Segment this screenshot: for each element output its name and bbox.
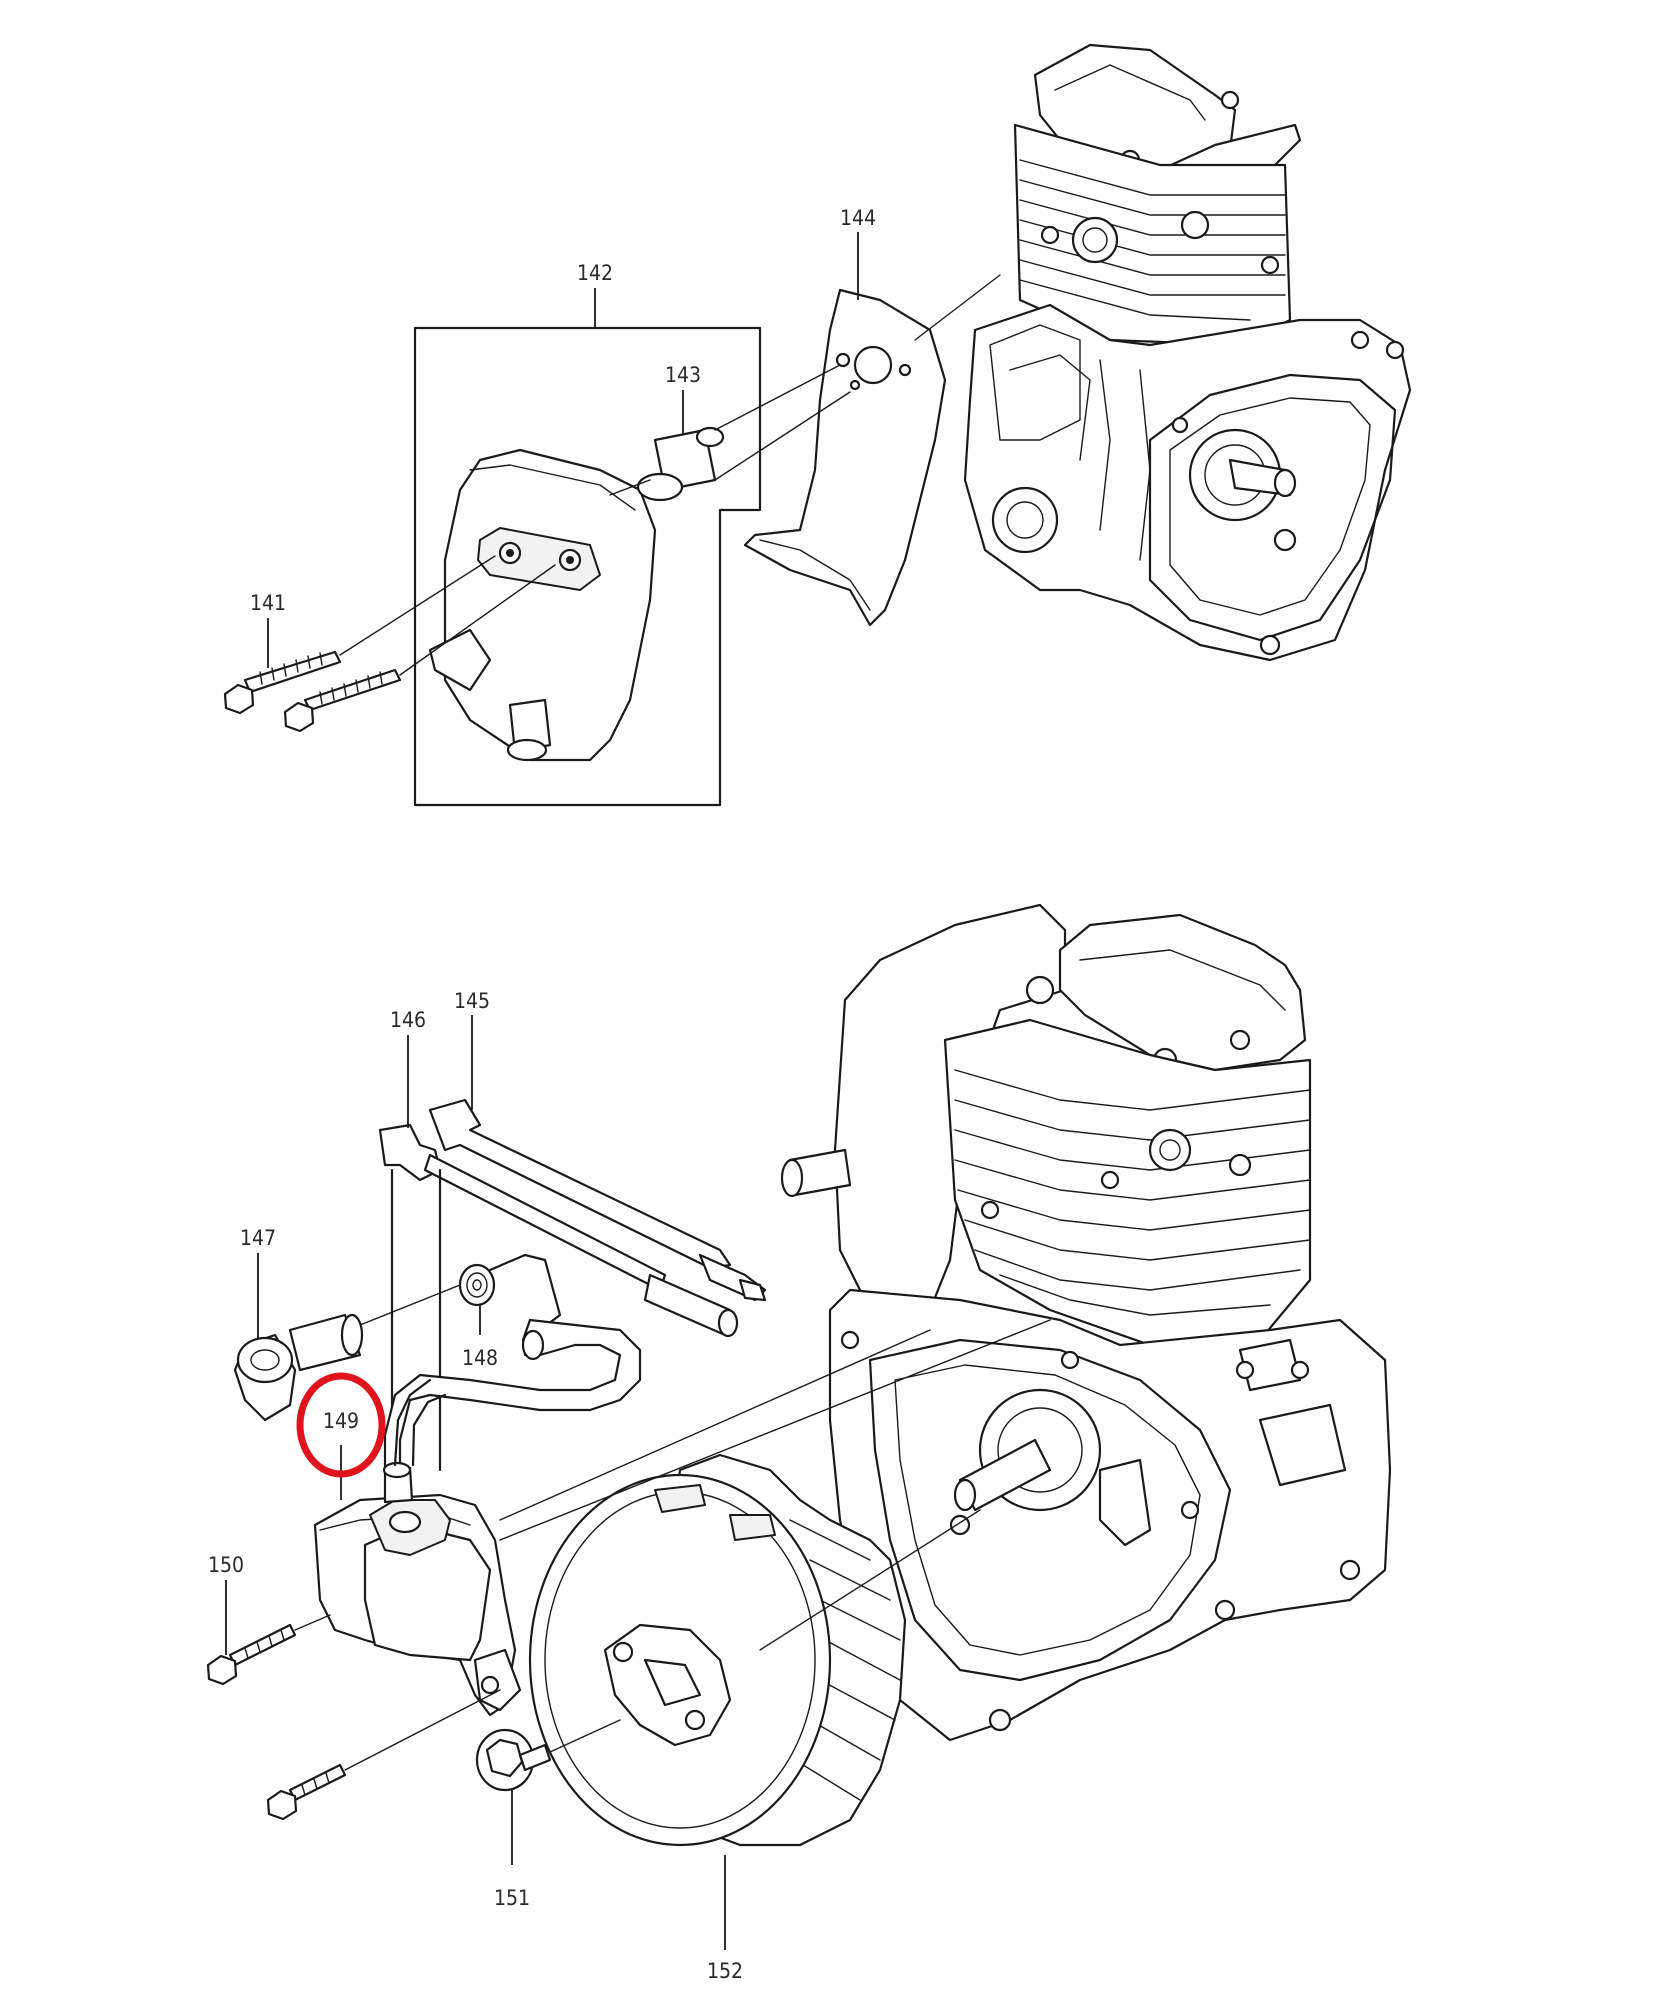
label-141[interactable]: 141 xyxy=(250,591,286,615)
highlight-circle xyxy=(296,1372,386,1478)
nut-washer-part-151 xyxy=(475,1719,621,1792)
grommet-part-147 xyxy=(233,1313,364,1422)
bolts-part-141 xyxy=(223,555,556,733)
label-142[interactable]: 142 xyxy=(577,261,613,285)
muffler-box-part-142 xyxy=(413,326,762,807)
ignition-coil-part-149 xyxy=(313,1378,522,1717)
spring-wire-part-148 xyxy=(383,1253,642,1472)
stop-rod-part-145 xyxy=(428,1098,767,1302)
engine-top-view xyxy=(963,43,1412,662)
ground-rod-part-146 xyxy=(378,1123,739,1472)
label-145[interactable]: 145 xyxy=(454,989,490,1013)
bolts-part-150 xyxy=(206,1614,501,1821)
muffler xyxy=(428,448,657,762)
label-151[interactable]: 151 xyxy=(494,1886,530,1910)
label-147[interactable]: 147 xyxy=(240,1226,276,1250)
engine-bottom-view xyxy=(780,903,1392,1742)
label-149[interactable]: 149 xyxy=(323,1409,359,1433)
label-144[interactable]: 144 xyxy=(840,206,876,230)
heat-shield-part-144 xyxy=(743,288,947,627)
label-146[interactable]: 146 xyxy=(390,1008,426,1032)
label-148[interactable]: 148 xyxy=(462,1346,498,1370)
label-143[interactable]: 143 xyxy=(665,363,701,387)
label-150[interactable]: 150 xyxy=(208,1553,244,1577)
flywheel-part-152 xyxy=(528,1453,907,1847)
label-152[interactable]: 152 xyxy=(707,1959,743,1983)
spacer-tube-part-143 xyxy=(636,426,725,502)
